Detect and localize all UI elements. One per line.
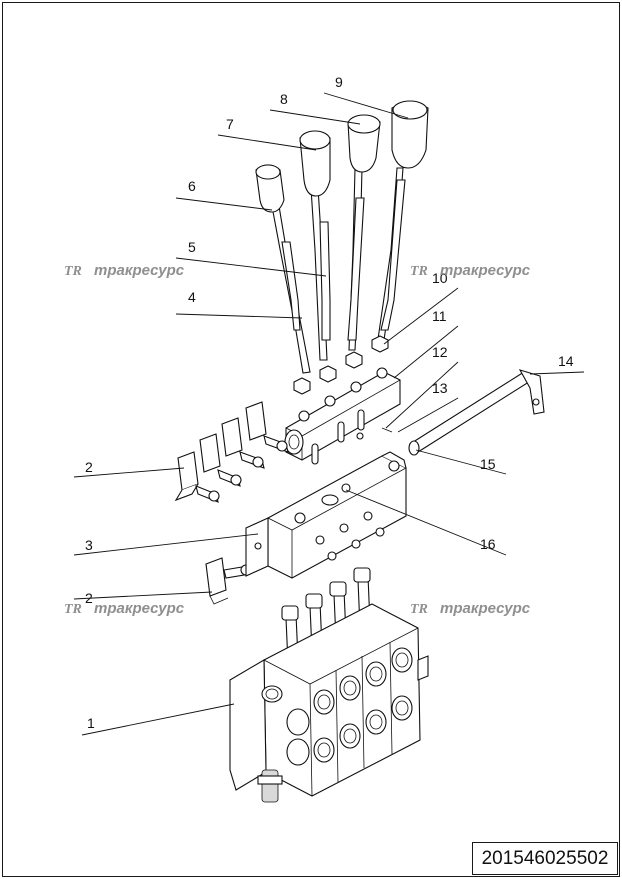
svg-text:TR: TR bbox=[64, 602, 82, 617]
svg-text:TR: TR bbox=[410, 602, 428, 617]
callout-7: 7 bbox=[226, 116, 234, 132]
watermark-bottom-right: TR тракресурс bbox=[410, 600, 531, 617]
nut-10 bbox=[293, 335, 389, 395]
callout-9: 9 bbox=[335, 74, 343, 90]
callout-12: 12 bbox=[432, 344, 448, 360]
svg-text:TR: TR bbox=[64, 264, 82, 279]
callout-6: 6 bbox=[188, 178, 196, 194]
control-valve-block-1 bbox=[229, 567, 429, 803]
watermark-top-left: TR тракресурс bbox=[64, 262, 185, 279]
linkage-parts bbox=[341, 369, 545, 493]
svg-text:тракресурс: тракресурс bbox=[440, 600, 531, 617]
leader-lines bbox=[73, 92, 585, 736]
callout-15: 15 bbox=[480, 456, 496, 472]
document-number: 201546025502 bbox=[472, 842, 618, 875]
mounting-bracket-3 bbox=[245, 451, 407, 579]
callout-2a: 2 bbox=[85, 459, 93, 475]
watermark-bottom-left: TR тракресурс bbox=[64, 600, 185, 617]
callout-16: 16 bbox=[480, 536, 496, 552]
callout-3: 3 bbox=[85, 537, 93, 553]
callout-11: 11 bbox=[432, 308, 447, 324]
callout-14: 14 bbox=[558, 353, 574, 369]
shaft-block-11 bbox=[284, 367, 401, 465]
knob-9 bbox=[391, 100, 429, 169]
callout-10: 10 bbox=[432, 270, 448, 286]
knob-8 bbox=[347, 114, 381, 173]
callout-1: 1 bbox=[87, 715, 95, 731]
callout-8: 8 bbox=[280, 91, 288, 107]
callout-5: 5 bbox=[188, 239, 196, 255]
watermark-top-right: TR тракресурс bbox=[410, 262, 531, 279]
svg-text:тракресурс: тракресурс bbox=[440, 262, 531, 279]
knob-6 bbox=[255, 164, 285, 213]
lever-assembly bbox=[255, 100, 429, 395]
callout-13: 13 bbox=[432, 380, 448, 396]
limit-switches-2 bbox=[174, 401, 289, 605]
callout-labels: 1 2 2 3 4 5 6 7 8 9 10 11 12 13 14 15 16 bbox=[85, 74, 574, 731]
callout-4: 4 bbox=[188, 289, 196, 305]
switch-lower bbox=[205, 557, 252, 605]
knob-7 bbox=[299, 130, 331, 197]
svg-text:тракресурс: тракресурс bbox=[94, 262, 185, 279]
svg-text:тракресурс: тракресурс bbox=[94, 600, 185, 617]
callout-2b: 2 bbox=[85, 590, 93, 606]
svg-text:TR: TR bbox=[410, 264, 428, 279]
